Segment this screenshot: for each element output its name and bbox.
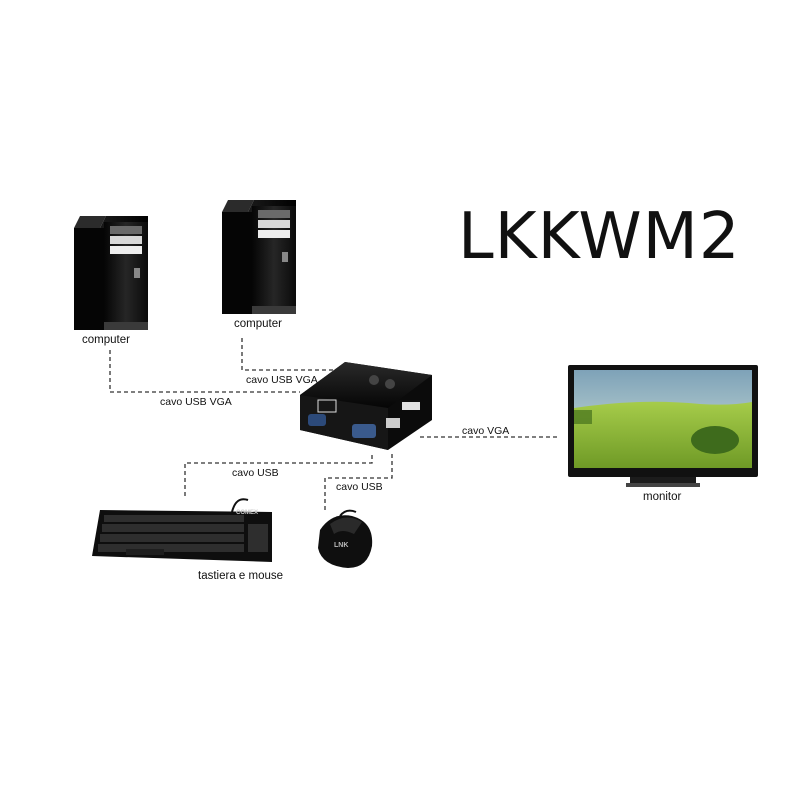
monitor-label: monitor xyxy=(643,491,682,503)
cable-keyboard xyxy=(184,452,373,496)
monitor-display xyxy=(568,365,758,487)
computer-left-label: computer xyxy=(82,334,130,346)
cable-mouse xyxy=(324,452,393,510)
cable-usb-vga-left-label: cavo USB VGA xyxy=(160,396,232,408)
kvm-switch xyxy=(300,362,432,450)
computer-right-label: computer xyxy=(234,318,282,330)
cable-vga-label: cavo VGA xyxy=(462,425,510,437)
mouse xyxy=(318,509,373,568)
keyboard-brand: COMEX xyxy=(236,510,259,516)
cable-computer-left xyxy=(109,350,300,393)
cable-usb-vga-right-label: cavo USB VGA xyxy=(246,374,318,386)
cable-usb-keyboard-label: cavo USB xyxy=(232,467,279,479)
cable-lines xyxy=(109,338,560,510)
keyboard xyxy=(92,498,272,562)
mouse-brand: LNK xyxy=(334,542,349,549)
keyboard-mouse-label: tastiera e mouse xyxy=(198,570,284,582)
computer-tower-right xyxy=(222,200,296,314)
computer-tower-left xyxy=(74,216,148,330)
cable-usb-mouse-label: cavo USB xyxy=(336,481,383,493)
product-title: LKKWM2 xyxy=(458,200,741,274)
